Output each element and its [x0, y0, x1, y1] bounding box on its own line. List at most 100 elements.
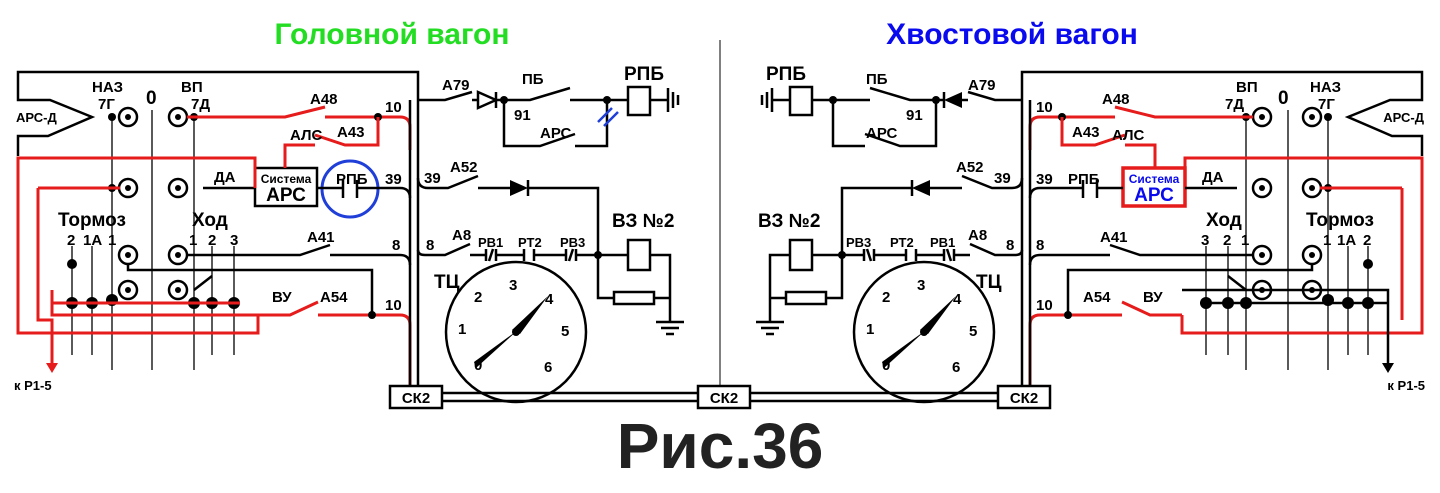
head-gauge-needle-second	[512, 296, 548, 334]
tail-rv3-label: РВ3	[846, 235, 871, 250]
head-drive-switch-blade	[193, 275, 213, 291]
tail-gauge-needle-main	[882, 330, 926, 368]
tail-resistor-ground	[756, 253, 844, 336]
head-gauge-1: 1	[458, 321, 466, 338]
tail-controller-outline	[1020, 70, 1424, 156]
head-controller-outline	[16, 70, 420, 156]
head-sk2-box	[388, 384, 444, 410]
tail-wire-39-label: 39	[1036, 171, 1053, 188]
head-gauge-5: 5	[561, 323, 569, 340]
tail-gauge-2: 2	[882, 289, 890, 306]
tail-gauge-3: 3	[917, 277, 925, 294]
head-resistor-ground	[596, 253, 684, 336]
tail-gauge-1: 1	[866, 321, 874, 338]
head-rpb-relay-label: РПБ	[624, 64, 664, 85]
tail-ars-bypass-contact	[831, 100, 938, 148]
tail-a52-wire	[840, 186, 912, 253]
tail-vz2-coil	[788, 238, 814, 272]
head-drive-pos-3: 3	[230, 232, 238, 249]
head-red-circuit-arrow	[36, 186, 120, 368]
head-brake-pos-1a: 1А	[83, 232, 102, 249]
tail-a43-label: А43	[1072, 124, 1100, 141]
head-row3-wire	[126, 264, 374, 315]
tail-zero-label: 0	[1278, 88, 1289, 109]
head-a48-label: А48	[310, 91, 338, 108]
head-wire-10b-label: 10	[385, 297, 402, 314]
head-ars-system-caption: Система	[261, 172, 312, 186]
head-ground-1	[650, 88, 680, 112]
head-wire-39-corner	[399, 186, 412, 199]
head-c91-label: 91	[514, 107, 531, 124]
tail-ars-system-name: АРС	[1134, 185, 1174, 206]
tail-ground-1	[760, 88, 790, 112]
head-ars-system-name: АРС	[266, 185, 306, 206]
head-da-label: ДА	[214, 169, 236, 186]
head-zero-label: 0	[146, 88, 157, 109]
tail-tc-label: ТЦ	[976, 272, 1002, 293]
tail-contact-naz	[1301, 106, 1323, 128]
head-naz-label: НАЗ	[92, 79, 123, 96]
tail-car-scheme: АРС-Д НАЗ 7Г ВП 7Д 0 Тормоз 1 1А 2 Ход 3…	[756, 64, 1425, 410]
tail-gauge-4: 4	[953, 291, 962, 308]
tail-car-title: Хвостовой вагон	[886, 18, 1138, 51]
tail-naz-pos-label: 7Г	[1318, 96, 1335, 113]
head-a43-label: А43	[337, 124, 365, 141]
tail-gauge-5: 5	[969, 323, 977, 340]
tail-vu-label: ВУ	[1143, 289, 1163, 306]
tail-wire-8-label: 8	[1036, 237, 1044, 254]
head-ars-d-label: АРС-Д	[16, 110, 57, 125]
tail-a41-wire	[1028, 243, 1253, 266]
head-brake-label: Тормоз	[58, 210, 126, 231]
head-a54-label: А54	[320, 289, 348, 306]
head-rpb-relay	[626, 85, 652, 117]
tail-rv-contacts	[812, 248, 962, 262]
head-gauge-4: 4	[545, 291, 554, 308]
tail-rpb-relay	[788, 85, 814, 117]
head-ars-bypass-contact	[502, 100, 609, 148]
tail-rt2-label: РТ2	[890, 235, 914, 250]
head-a41-wire	[187, 243, 412, 266]
head-vp-pos-label: 7Д	[191, 96, 210, 113]
tail-c91-label: 91	[906, 107, 923, 124]
center-sk2-label: СК2	[710, 390, 738, 407]
head-rt2-label: РТ2	[518, 235, 542, 250]
tail-vz2-label: ВЗ №2	[758, 211, 820, 232]
head-rv3-label: РВ3	[560, 235, 585, 250]
head-vz2-label: ВЗ №2	[612, 211, 674, 232]
head-vu-label: ВУ	[272, 289, 292, 306]
head-gauge-3: 3	[509, 277, 517, 294]
head-a8-label: А8	[452, 227, 471, 244]
tail-vp-pos-label: 7Д	[1225, 96, 1244, 113]
tail-diode-2	[912, 180, 930, 196]
head-drive-label: Ход	[192, 210, 228, 231]
tail-da-label: ДА	[1202, 169, 1224, 186]
tail-a79-switch	[962, 90, 1022, 102]
tail-wire-10-label: 10	[1036, 99, 1053, 116]
tail-wire-39-corner	[1028, 186, 1041, 199]
tail-ars-d-label: АРС-Д	[1383, 110, 1424, 125]
head-wire-8b-label: 8	[426, 237, 434, 254]
head-ars-contact-label: АРС	[540, 125, 571, 142]
head-gauge-2: 2	[474, 289, 482, 306]
tail-drive-pos-3: 3	[1201, 232, 1209, 249]
head-contact-row4-left	[117, 279, 139, 301]
tail-brake-pos-2: 2	[1363, 232, 1371, 249]
head-diode-2	[510, 180, 528, 196]
tail-wire-8b-label: 8	[1006, 237, 1014, 254]
head-vz2-coil	[626, 238, 652, 272]
tail-row3-wire	[1066, 264, 1314, 315]
tail-a8-label: А8	[968, 227, 987, 244]
tail-a48-label: А48	[1102, 91, 1130, 108]
tail-rpb-relay-label: РПБ	[766, 64, 806, 85]
head-contact-row4-right	[167, 279, 189, 301]
tail-brake-label: Тормоз	[1306, 210, 1374, 231]
head-to-r15-label: к Р1-5	[14, 378, 52, 393]
tail-drive-pos-2: 2	[1223, 232, 1231, 249]
head-pb-label: ПБ	[522, 71, 544, 88]
tail-contact-row2-left	[1251, 177, 1273, 199]
head-red-circuit-loop	[16, 156, 260, 335]
tail-a54-label: А54	[1083, 289, 1111, 306]
tail-a79-label: А79	[968, 77, 996, 94]
center-sk2-box	[696, 384, 752, 410]
